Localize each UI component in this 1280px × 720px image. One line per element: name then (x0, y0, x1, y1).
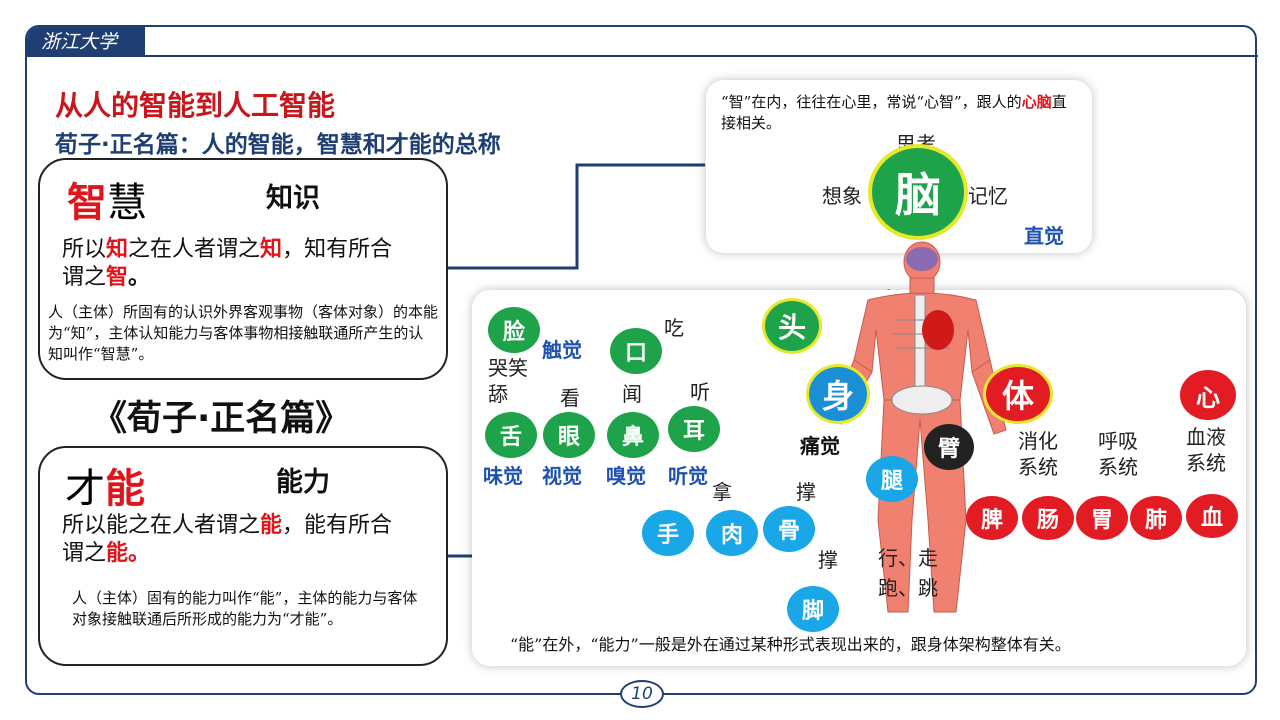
respiration-label: 呼吸 系统 (1098, 429, 1138, 479)
wisdom-head-red: 智 (67, 180, 107, 226)
wisdom-box: 智慧 知识 所以知之在人者谓之知，知有所合谓之智。 人（主体）所固有的认识外界客… (38, 158, 448, 380)
quote-part: 之在人者谓之 (128, 237, 261, 262)
face-node: 脸 (488, 307, 540, 353)
knowledge-label: 知识 (266, 183, 320, 214)
quote-part: 所以能之在人者谓之 (62, 513, 261, 538)
lung-node: 肺 (1130, 496, 1182, 540)
touch-label: 触觉 (542, 338, 582, 362)
blood-node: 血 (1186, 494, 1238, 538)
lick-label: 舔 (488, 382, 508, 406)
sight-label: 视觉 (542, 464, 582, 488)
intuition-label: 直觉 (1024, 224, 1064, 248)
taste-label: 味觉 (483, 464, 523, 488)
take-label: 拿 (712, 480, 732, 504)
slide-subtitle: 荀子·正名篇：人的智能，智慧和才能的总称 (55, 132, 501, 158)
slide-title: 从人的智能到人工智能 (55, 89, 336, 122)
eat-label: 吃 (664, 316, 684, 340)
mouth-node: 口 (610, 328, 662, 374)
leg-node: 腿 (866, 456, 918, 502)
flesh-node: 肉 (706, 510, 758, 556)
head-node: 头 (762, 298, 822, 354)
bone-node: 骨 (763, 506, 815, 552)
smell-label: 嗅觉 (606, 464, 646, 488)
ti-node: 体 (983, 364, 1053, 424)
note-highlight: 心脑 (1021, 93, 1052, 111)
quote-highlight: 知 (260, 237, 283, 262)
heart-node: 心 (1180, 370, 1236, 420)
quote-highlight: 智 (106, 265, 129, 290)
body-node: 身 (806, 364, 870, 424)
wisdom-head-rest: 慧 (107, 180, 147, 226)
book-title: 《荀子·正名篇》 (92, 399, 351, 439)
body-note: “能”在外，“能力”一般是外在通过某种形式表现出来的，跟身体架构整体有关。 (510, 635, 1071, 654)
walk-label-1: 行、走 (878, 546, 938, 570)
brain-node: 脑 (868, 144, 968, 240)
note-part: “智”在内，往往在心里，常说“心智”，跟人的 (721, 93, 1022, 111)
header-rule (145, 55, 1258, 57)
hearing-label: 听觉 (668, 464, 708, 488)
quote-highlight: 能。 (106, 541, 151, 566)
eye-node: 眼 (543, 412, 595, 458)
digestion-label: 消化 系统 (1018, 429, 1058, 479)
hand-node: 手 (642, 510, 694, 556)
listen-label: 听 (690, 380, 710, 404)
cry-laugh-label: 哭笑 (488, 356, 528, 380)
memory-label: 记忆 (968, 184, 1008, 208)
quote-part: ，知有所合 (282, 237, 393, 262)
nose-node: 鼻 (607, 412, 659, 458)
ability-head-red: 能 (105, 466, 145, 512)
ability-quote: 所以能之在人者谓之能，能有所合谓之能。 (62, 512, 442, 568)
circulation-label: 血液 系统 (1186, 425, 1226, 475)
wisdom-description: 人（主体）所固有的认识外界客观事物（客体对象）的本能为“知”，主体认知能力与客体… (48, 303, 439, 363)
ability-heading: 才能 (65, 456, 145, 514)
ability-label: 能力 (276, 467, 330, 498)
quote-highlight: 能 (260, 513, 283, 538)
tongue-node: 舌 (485, 412, 537, 458)
quote-part: ，能有所合 (282, 513, 393, 538)
ability-box: 才能 能力 所以能之在人者谓之能，能有所合谓之能。 人（主体）固有的能力叫作“能… (38, 446, 448, 666)
quote-part: 所以 (62, 237, 107, 262)
university-logo: 浙江大学 (27, 27, 145, 57)
arm-node: 臂 (924, 424, 974, 470)
quote-part: 谓之 (62, 541, 107, 566)
quote-highlight: 知 (106, 237, 129, 262)
ear-node: 耳 (668, 406, 720, 452)
support-label-1: 撑 (796, 480, 816, 504)
intestine-node: 肠 (1022, 496, 1074, 540)
note-part: 直接相关。 (721, 93, 1067, 132)
quote-part: 。 (128, 265, 151, 290)
wisdom-heading: 智慧 (67, 170, 147, 228)
look-label: 看 (560, 386, 580, 410)
brain-note: “智”在内，往往在心里，常说“心智”，跟人的心脑直接相关。 (721, 92, 1081, 134)
ability-description: 人（主体）固有的能力叫作“能”，主体的能力与客体对象接触联通后所形成的能力为“才… (72, 589, 418, 628)
page-number: 10 (620, 680, 664, 708)
stomach-node: 胃 (1076, 496, 1128, 540)
spleen-node: 脾 (966, 496, 1018, 540)
quote-part: 谓之 (62, 265, 107, 290)
wisdom-quote: 所以知之在人者谓之知，知有所合谓之智。 (62, 236, 442, 292)
pain-label: 痛觉 (800, 434, 840, 458)
smell-verb-label: 闻 (622, 382, 642, 406)
support-label-2: 撑 (818, 548, 838, 572)
walk-label-2: 跑、跳 (878, 576, 938, 600)
foot-node: 脚 (787, 586, 839, 632)
imagine-label: 想象 (822, 184, 862, 208)
ability-head-rest: 才 (65, 466, 105, 512)
